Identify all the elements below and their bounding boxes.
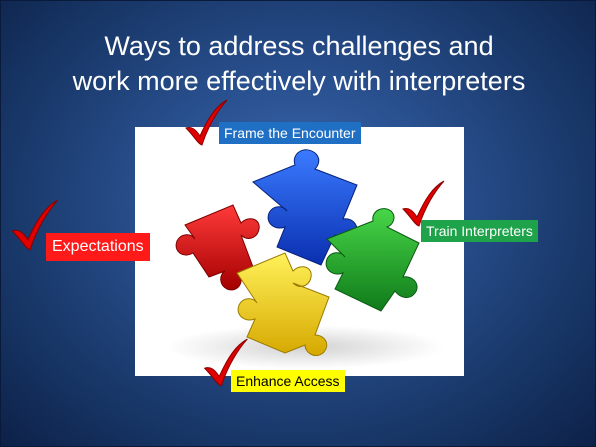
red-check-mark-icon bbox=[203, 338, 248, 387]
puzzle-pieces-image bbox=[135, 127, 464, 376]
red-puzzle-piece bbox=[175, 204, 260, 291]
red-check-mark-icon bbox=[185, 99, 228, 146]
slide-title: Ways to address challenges and work more… bbox=[1, 29, 595, 99]
label-train-interpreters: Train Interpreters bbox=[421, 220, 538, 242]
red-check-mark-icon bbox=[11, 199, 58, 251]
title-line-2: work more effectively with interpreters bbox=[72, 66, 526, 96]
green-puzzle-piece bbox=[325, 208, 420, 312]
red-check-mark-icon bbox=[402, 180, 445, 227]
label-enhance-access: Enhance Access bbox=[231, 370, 345, 392]
yellow-puzzle-piece bbox=[236, 252, 330, 356]
label-frame-the-encounter: Frame the Encounter bbox=[219, 122, 361, 144]
title-line-1: Ways to address challenges and bbox=[104, 31, 494, 61]
label-expectations: Expectations bbox=[46, 233, 150, 261]
